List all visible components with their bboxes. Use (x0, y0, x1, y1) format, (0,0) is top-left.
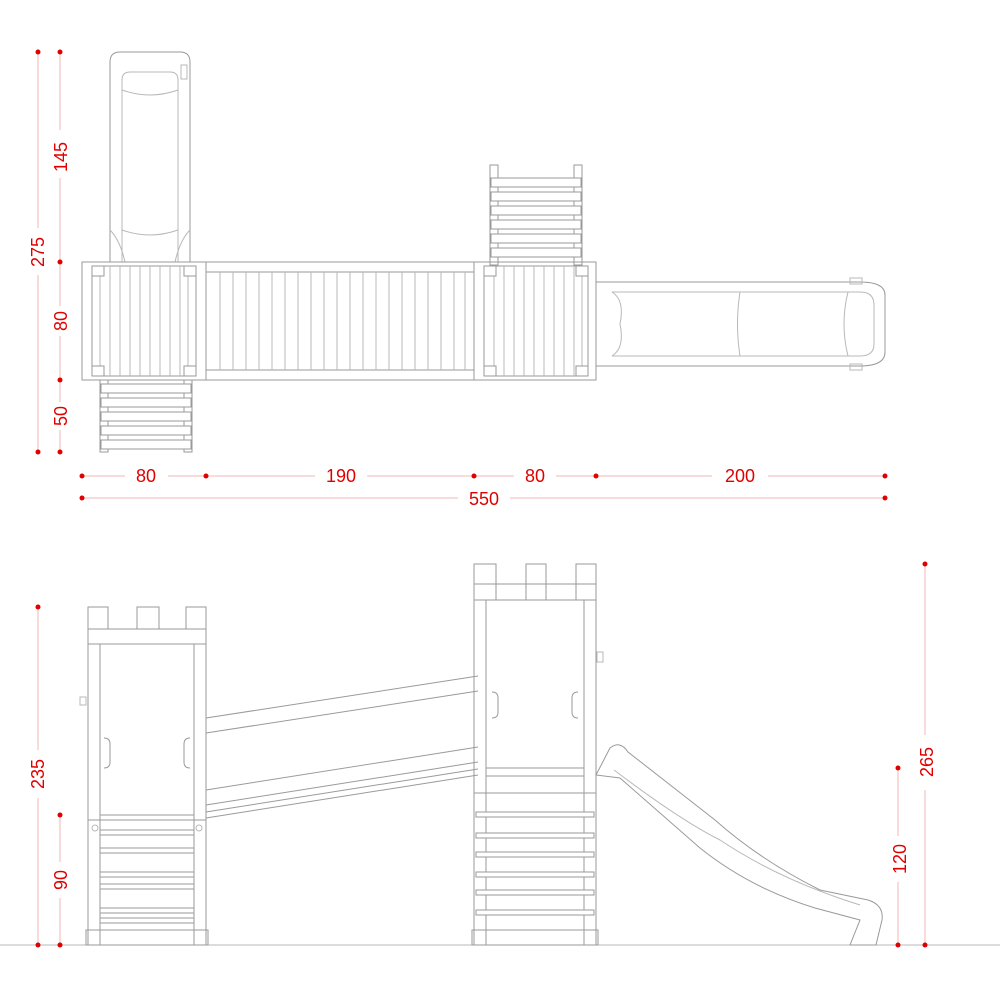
dim-label-275: 275 (28, 237, 48, 267)
plan-view: 275 145 80 50 (28, 49, 888, 509)
dim-label-80-left: 80 (136, 466, 156, 486)
dim-label-235: 235 (28, 759, 48, 789)
dim-label-190: 190 (326, 466, 356, 486)
elevation-right-tower (471, 563, 604, 946)
plan-left-tower (81, 261, 207, 381)
plan-dim-vertical-outer: 275 (28, 49, 48, 455)
plan-lower-ladder (99, 379, 193, 453)
elevation-slide (595, 744, 883, 946)
elevation-left-tower (79, 606, 209, 946)
elevation-bridge (205, 675, 479, 819)
plan-top-slide (109, 51, 191, 263)
plan-dim-overall: 550 (79, 489, 888, 509)
elevation-dim-right: 265 120 (890, 561, 937, 948)
dim-label-90: 90 (51, 870, 71, 890)
elevation-view: 235 90 265 120 (0, 561, 1000, 948)
dim-label-120: 120 (890, 844, 910, 874)
plan-dim-horizontal: 80 190 80 200 (79, 466, 888, 486)
dim-label-145: 145 (51, 142, 71, 172)
plan-right-slide (596, 277, 886, 371)
plan-right-tower (473, 261, 597, 381)
dim-label-80-vertical: 80 (51, 311, 71, 331)
plan-upper-ladder (489, 164, 583, 266)
dim-label-200: 200 (725, 466, 755, 486)
dim-label-550: 550 (469, 489, 499, 509)
plan-dim-vertical-inner: 145 80 50 (51, 49, 71, 455)
dim-label-50: 50 (51, 406, 71, 426)
plan-bridge (205, 261, 475, 381)
dim-label-265: 265 (917, 747, 937, 777)
dim-label-80-right: 80 (525, 466, 545, 486)
elevation-dim-left: 235 90 (28, 604, 71, 948)
